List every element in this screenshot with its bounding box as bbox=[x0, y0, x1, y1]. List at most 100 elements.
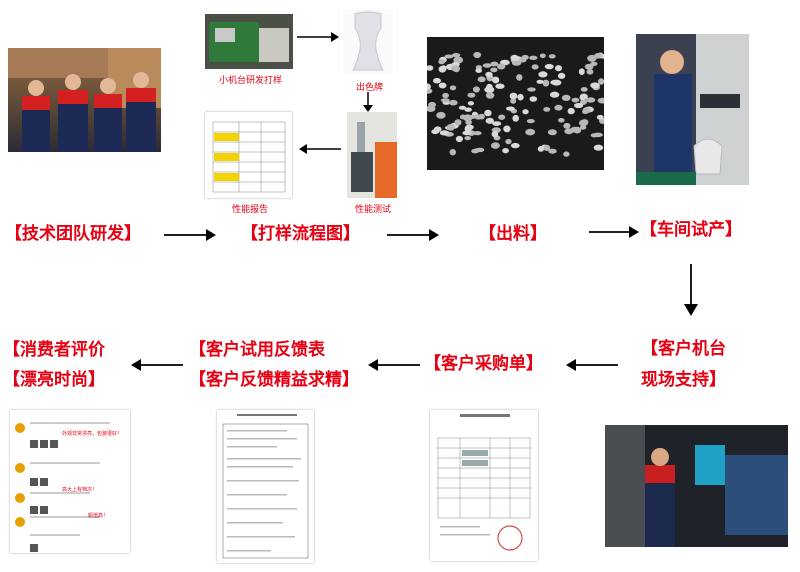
pellet bbox=[544, 63, 554, 70]
pellet bbox=[517, 93, 524, 101]
trial-feedback-form bbox=[217, 410, 314, 563]
arrow-output-to-trial bbox=[589, 226, 639, 238]
pellets-photo bbox=[427, 37, 604, 170]
consumer-review-label: 【消费者评价 bbox=[3, 340, 105, 360]
small-machine-caption: 小机台研发打样 bbox=[219, 76, 283, 86]
pellet bbox=[462, 130, 472, 136]
pellet bbox=[469, 114, 476, 119]
consumer-review-screenshot bbox=[10, 410, 130, 553]
pellet bbox=[497, 63, 506, 70]
arrow-machine-to-purchase bbox=[566, 359, 618, 371]
pellet bbox=[458, 105, 466, 110]
pellet bbox=[484, 109, 492, 117]
pellet bbox=[536, 79, 544, 84]
pellet bbox=[509, 92, 518, 100]
pellet bbox=[467, 92, 476, 98]
pellet bbox=[548, 54, 556, 59]
performance-report-caption: 性能报告 bbox=[232, 205, 269, 215]
pellet bbox=[438, 82, 447, 89]
pellet bbox=[491, 142, 500, 149]
pellet bbox=[436, 111, 446, 119]
pellet bbox=[593, 144, 604, 151]
pellet bbox=[477, 76, 486, 83]
team-rd-photo bbox=[8, 48, 161, 152]
pellet bbox=[516, 74, 523, 81]
pellet bbox=[465, 124, 474, 130]
review-line-3: 颜值高！ bbox=[88, 513, 109, 519]
pellet bbox=[450, 65, 460, 72]
pellet bbox=[510, 142, 520, 149]
pellet bbox=[537, 146, 545, 152]
pellet bbox=[449, 149, 456, 156]
feedback-refine-label: 【客户反馈精益求精】 bbox=[189, 370, 359, 390]
pellet bbox=[579, 119, 588, 127]
pellet bbox=[563, 122, 571, 129]
pellet bbox=[502, 148, 509, 154]
pellet bbox=[598, 78, 604, 85]
pellet bbox=[464, 136, 471, 141]
pellet bbox=[538, 71, 548, 78]
pellet bbox=[475, 68, 482, 73]
pellet bbox=[580, 87, 588, 92]
pellet bbox=[510, 98, 517, 104]
arrow-feedback-to-review bbox=[131, 359, 183, 371]
pellet bbox=[427, 65, 434, 71]
pellet bbox=[485, 71, 493, 78]
pellet bbox=[554, 104, 563, 111]
pellet bbox=[586, 69, 594, 75]
pellet bbox=[495, 83, 505, 89]
arrow-trial-to-machine bbox=[684, 264, 698, 316]
pellet bbox=[472, 86, 480, 93]
pellet bbox=[596, 114, 604, 120]
pellet bbox=[491, 130, 499, 138]
pellet bbox=[584, 63, 594, 70]
pellet bbox=[547, 129, 557, 136]
team-rd-label: 【技术团队研发】 bbox=[5, 224, 141, 244]
pellet bbox=[428, 101, 436, 108]
purchase-order-image bbox=[430, 410, 538, 561]
pellet bbox=[558, 118, 565, 123]
pellet bbox=[505, 138, 512, 145]
pellet bbox=[548, 148, 557, 154]
pellet bbox=[542, 79, 550, 87]
pellet bbox=[427, 83, 431, 90]
pellet bbox=[453, 56, 464, 64]
performance-test-caption: 性能测试 bbox=[355, 205, 392, 215]
arrow-machine-to-sample bbox=[297, 32, 339, 42]
pellet bbox=[449, 99, 458, 106]
sample-chip-photo bbox=[343, 10, 393, 74]
pellet bbox=[492, 76, 500, 84]
pellet bbox=[440, 65, 447, 72]
pellet bbox=[539, 53, 546, 59]
performance-test-photo bbox=[347, 112, 397, 198]
pellet bbox=[525, 128, 536, 136]
pellet bbox=[473, 51, 482, 59]
pellet bbox=[531, 64, 539, 70]
sampling-flow-label: 【打样流程图】 bbox=[241, 224, 360, 244]
pellet bbox=[567, 107, 575, 115]
arrow-purchase-to-feedback bbox=[368, 359, 420, 371]
trial-feedback-label: 【客户试用反馈表 bbox=[189, 340, 325, 360]
pellet bbox=[579, 95, 586, 101]
pellet bbox=[512, 114, 519, 122]
pellet bbox=[561, 94, 571, 101]
arrow-sample-to-test bbox=[363, 92, 373, 112]
pellet bbox=[482, 63, 492, 68]
small-machine-photo bbox=[205, 14, 293, 69]
pellet bbox=[439, 130, 450, 136]
performance-report-image bbox=[205, 112, 292, 198]
pellet bbox=[440, 98, 450, 103]
pellet bbox=[471, 148, 479, 154]
pellet bbox=[585, 97, 596, 103]
sample-chip-caption: 出色牌 bbox=[356, 83, 384, 93]
customer-purchase-label: 【客户采购单】 bbox=[424, 354, 543, 374]
pellet bbox=[563, 151, 570, 157]
pellet bbox=[474, 114, 483, 120]
pellet bbox=[550, 79, 561, 86]
pellet bbox=[442, 92, 449, 99]
pellet bbox=[485, 117, 494, 124]
pellet bbox=[543, 144, 551, 151]
arrow-rd-to-sampling bbox=[164, 229, 216, 241]
pellet bbox=[510, 54, 519, 61]
pellet bbox=[587, 54, 597, 62]
